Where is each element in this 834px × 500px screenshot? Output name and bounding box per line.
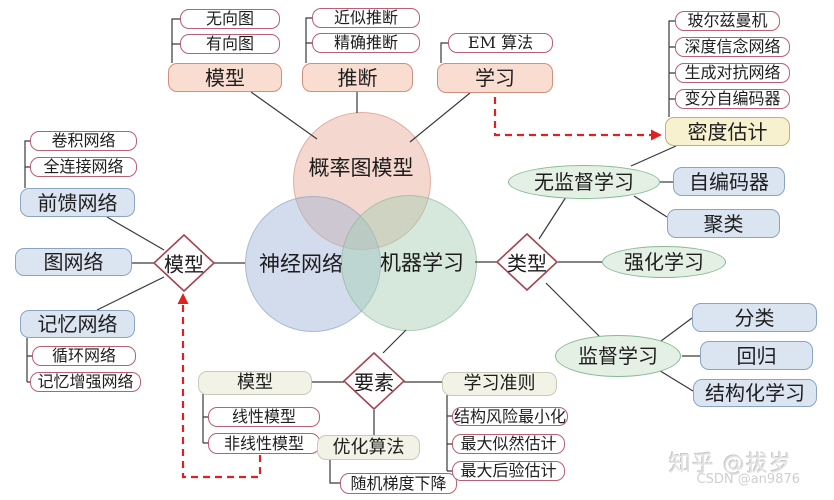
node-structured-learning: 结构化学习	[693, 379, 817, 407]
node-autoencoder: 自编码器	[673, 167, 785, 196]
node-map-estimation: 最大后验估计	[452, 461, 565, 481]
circle-label-machine-learning: 机器学习	[380, 251, 464, 275]
node-em-algorithm: EM 算法	[448, 33, 553, 53]
node-linear-model: 线性模型	[208, 407, 320, 427]
node-conv-network: 卷积网络	[30, 131, 137, 151]
watermark-zhihu: 知乎 @拔岁	[669, 452, 792, 477]
node-deep-belief-network: 深度信念网络	[675, 37, 790, 57]
node-directed-graph: 有向图	[180, 34, 280, 54]
node-exact-inference: 精确推断	[312, 33, 420, 53]
node-reinforcement-learning: 强化学习	[602, 246, 726, 278]
node-memory-augmented-network: 记忆增强网络	[30, 372, 141, 392]
node-model-ml: 模型	[198, 371, 312, 395]
dashed-arrow-learning-to-density-estimation	[493, 97, 662, 141]
node-supervised-learning: 监督学习	[555, 335, 681, 377]
node-vae: 变分自编码器	[675, 89, 790, 109]
node-learning-criterion: 学习准则	[442, 372, 557, 396]
venn-circle-machine-learning	[341, 195, 477, 331]
node-structural-risk-minimization: 结构风险最小化	[452, 406, 568, 426]
circle-label-pgm: 概率图模型	[308, 156, 414, 180]
diamond-label-model: 模型	[164, 252, 204, 277]
node-gan: 生成对抗网络	[675, 63, 790, 83]
circle-label-neural-network: 神经网络	[259, 252, 343, 276]
node-inference: 推断	[302, 63, 413, 92]
node-model-pgm: 模型	[168, 63, 282, 92]
watermark-csdn: CSDN @an9876	[696, 472, 801, 487]
node-memory-network: 记忆网络	[20, 310, 135, 338]
node-clustering: 聚类	[667, 209, 780, 238]
node-unsupervised-learning: 无监督学习	[508, 165, 660, 199]
node-undirected-graph: 无向图	[180, 9, 280, 29]
node-learning-pgm: 学习	[437, 63, 553, 93]
node-feedforward-network: 前馈网络	[20, 188, 135, 217]
node-nonlinear-model: 非线性模型	[208, 433, 320, 454]
node-regression: 回归	[700, 341, 813, 370]
node-mle: 最大似然估计	[452, 434, 565, 454]
node-classification: 分类	[692, 303, 817, 332]
node-boltzmann-machine: 玻尔兹曼机	[675, 11, 780, 31]
node-optimization-algorithm: 优化算法	[317, 435, 420, 460]
node-recurrent-network: 循环网络	[32, 346, 136, 366]
node-density-estimation: 密度估计	[665, 117, 790, 146]
node-graph-network: 图网络	[15, 248, 132, 276]
diamond-label-elements: 要素	[354, 370, 394, 395]
node-fully-connected-network: 全连接网络	[30, 157, 137, 177]
node-sgd: 随机梯度下降	[340, 473, 457, 494]
diamond-label-type: 类型	[507, 251, 547, 276]
node-approximate-inference: 近似推断	[312, 8, 420, 28]
